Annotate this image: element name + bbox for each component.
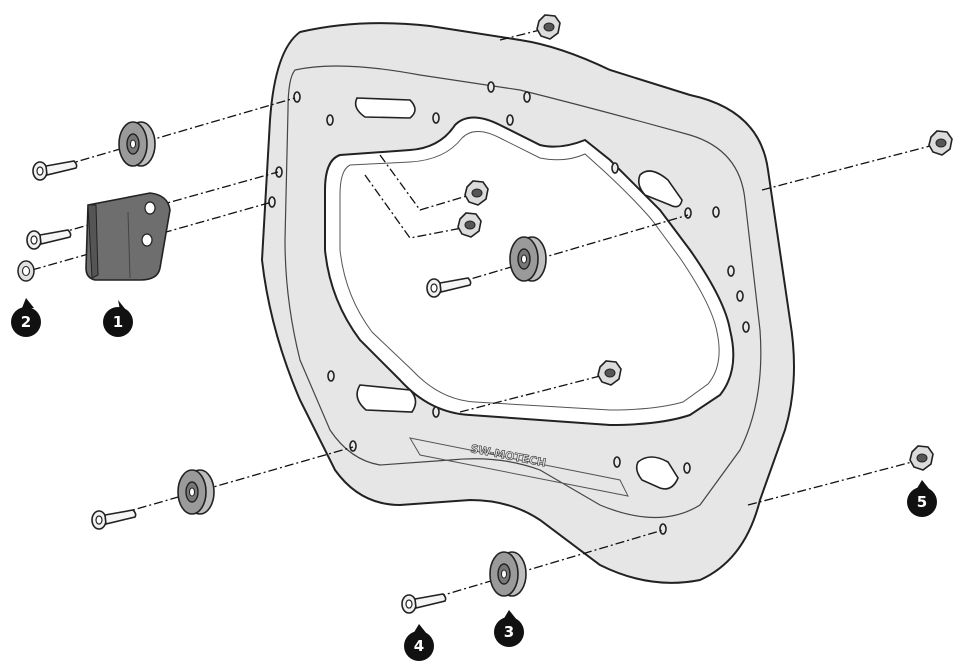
lock-nut [928,130,953,156]
callout-1: 1 [103,300,133,337]
svg-text:1: 1 [113,313,123,331]
spacer-bushing [118,121,156,167]
mounting-bracket [85,192,171,281]
spacer-bushing [177,469,215,515]
svg-text:4: 4 [414,637,424,655]
svg-text:3: 3 [504,623,514,641]
callout-2: 2 [11,298,41,337]
frame-slot [356,384,417,413]
spacer-bushing [489,551,527,597]
frame-slot [638,170,683,208]
bolt [26,229,72,250]
frame-slot [635,456,679,490]
carrier-frame-rim [284,65,762,518]
svg-text:2: 2 [21,313,31,331]
frame-holes [268,81,750,535]
bolt [91,509,137,530]
frame-slot [354,97,416,119]
callout-4: 4 [404,624,434,661]
bolt [32,160,78,181]
callout-5: 5 [907,480,937,517]
callout-3: 3 [494,610,524,647]
lock-nut [909,445,934,471]
small-screw [17,260,35,282]
svg-text:5: 5 [917,493,927,511]
spacer-bushing [509,236,547,282]
bolt [401,593,447,614]
lock-nut [536,14,561,40]
